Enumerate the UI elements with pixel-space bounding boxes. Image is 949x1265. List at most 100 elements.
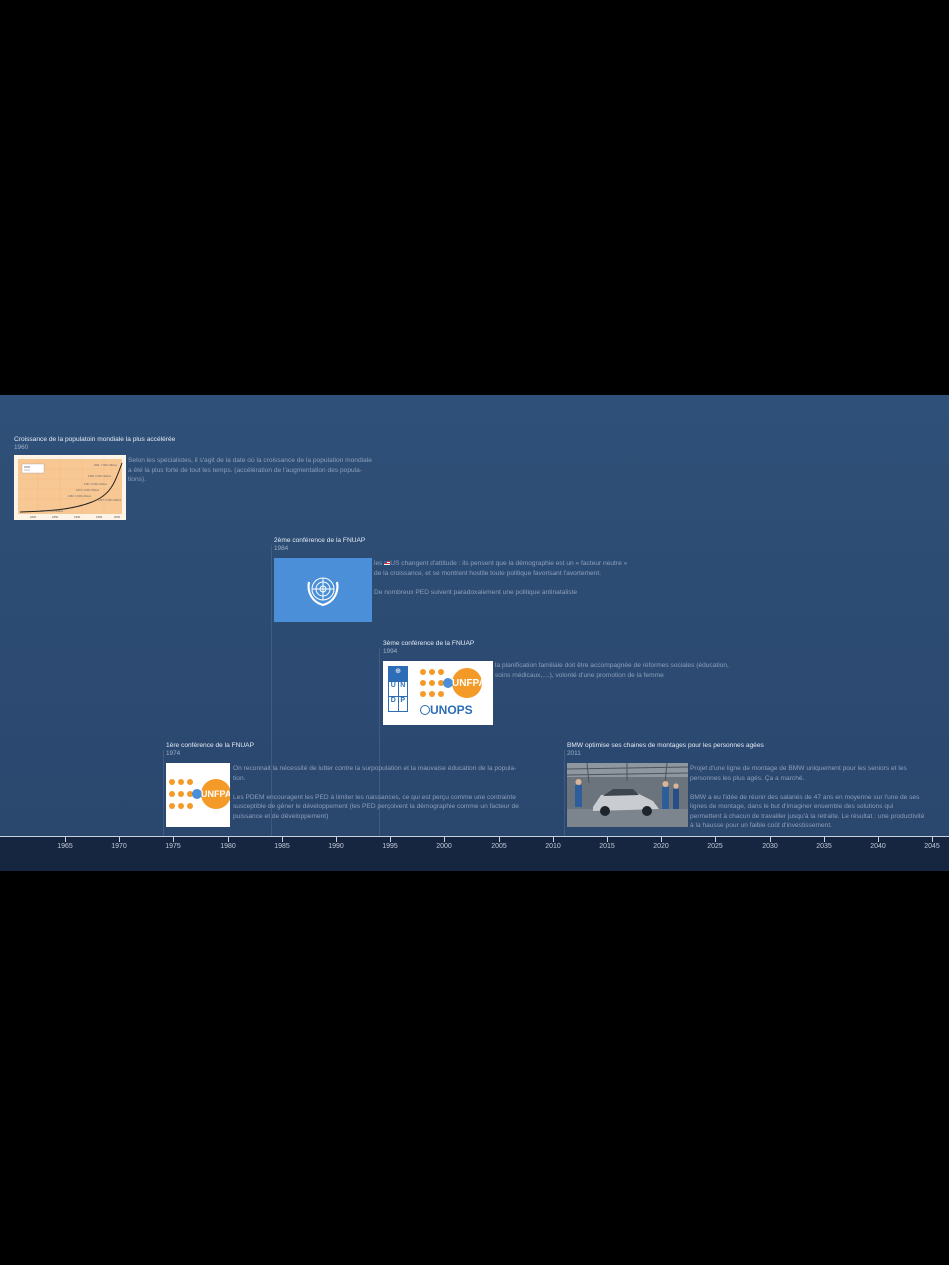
axis-tick bbox=[390, 836, 391, 842]
event-year: 1960 bbox=[14, 444, 29, 451]
axis-tick bbox=[228, 836, 229, 842]
svg-text:1927: 2 000 millions: 1927: 2 000 millions bbox=[98, 498, 122, 502]
axis-tick-label: 2000 bbox=[436, 843, 452, 850]
svg-text:1900: 1900 bbox=[74, 515, 81, 519]
unfpa-logo-thumbnail[interactable]: UNFPA bbox=[166, 763, 230, 827]
event-title: 3ème conférence de la FNUAP bbox=[383, 640, 475, 647]
event-guide-1994 bbox=[379, 648, 380, 836]
axis-tick bbox=[282, 836, 283, 842]
undp-unfpa-unops-logo[interactable]: ⊕ U N D P UNFPA UNOPS bbox=[383, 661, 493, 725]
event-year: 2011 bbox=[567, 750, 581, 757]
svg-text:1987: 5 000 millions: 1987: 5 000 millions bbox=[84, 482, 108, 486]
axis-tick bbox=[444, 836, 445, 842]
svg-text:1960: 3 000 millions: 1960: 3 000 millions bbox=[68, 494, 92, 498]
axis-tick-label: 2040 bbox=[870, 843, 886, 850]
axis-tick-label: 2020 bbox=[653, 843, 669, 850]
event-year: 1984 bbox=[274, 545, 289, 552]
bmw-factory-photo[interactable] bbox=[567, 763, 688, 827]
event-description: la planification familiale doit être acc… bbox=[495, 661, 755, 680]
desc-line: a été la plus forte de tout les temps. (… bbox=[128, 466, 363, 474]
desc-line: tions). bbox=[128, 476, 146, 483]
desc-line: permettent à chacun de travailler jusqu'… bbox=[690, 812, 925, 820]
un-flag-thumbnail[interactable] bbox=[274, 558, 372, 622]
event-1984[interactable]: 2ème conférence de la FNUAP 1984 bbox=[274, 537, 365, 553]
event-title: 2ème conférence de la FNUAP bbox=[274, 537, 366, 544]
event-description: On reconnait la nécessité de lutter cont… bbox=[233, 764, 543, 821]
desc-line: BMW a eu l'idée de réunir des salariés d… bbox=[690, 793, 920, 801]
axis-tick-label: 1995 bbox=[382, 843, 398, 850]
axis-tick-label: 1970 bbox=[111, 843, 127, 850]
axis-tick bbox=[878, 836, 879, 842]
undp-letter: N bbox=[398, 682, 407, 696]
timeline-axis[interactable] bbox=[0, 836, 949, 871]
desc-line: puissance et de développement) bbox=[233, 812, 329, 820]
event-guide-1984 bbox=[271, 545, 272, 836]
desc-line: tion. bbox=[233, 774, 246, 782]
desc-line: lignes de montage, dans le but d'imagine… bbox=[690, 803, 894, 810]
event-1994[interactable]: 3ème conférence de la FNUAP 1994 bbox=[383, 640, 474, 656]
axis-tick bbox=[173, 836, 174, 842]
desc-first-line: US changent d'attitude : ils pensent que… bbox=[390, 560, 628, 567]
desc-line: Selon les spécialistes, il s'agit de la … bbox=[128, 457, 372, 464]
event-1960[interactable]: Croissance de la populatoin mondiale la … bbox=[14, 436, 175, 452]
event-year: 1974 bbox=[166, 750, 181, 757]
axis-tick-label: 2030 bbox=[762, 843, 778, 850]
svg-text:1974: 4 000 millions: 1974: 4 000 millions bbox=[76, 488, 100, 492]
desc-line: Les PDEM encouragent les PED à limiter l… bbox=[233, 793, 516, 801]
population-chart-thumbnail[interactable]: 2011: 7 000 millions 1999: 6 000 million… bbox=[14, 455, 126, 520]
desc-prefix: les bbox=[374, 560, 383, 567]
axis-tick-label: 1990 bbox=[328, 843, 344, 850]
unfpa-wordmark: UNFPA bbox=[452, 678, 486, 689]
timeline-panel bbox=[0, 395, 949, 870]
undp-letter: U bbox=[389, 682, 398, 696]
unfpa-dots-icon bbox=[420, 668, 482, 698]
svg-text:1850: 1850 bbox=[52, 515, 59, 519]
axis-tick bbox=[661, 836, 662, 842]
desc-line: De nombreux PED suivent paradoxalement u… bbox=[374, 588, 578, 596]
event-title: BMW optimise ses chaines de montages pou… bbox=[567, 742, 764, 749]
un-emblem-icon bbox=[274, 558, 372, 622]
axis-tick bbox=[607, 836, 608, 842]
unops-wordmark: UNOPS bbox=[420, 703, 473, 717]
undp-letter: D bbox=[389, 697, 398, 711]
axis-tick bbox=[770, 836, 771, 842]
axis-tick-label: 1975 bbox=[165, 843, 181, 850]
unfpa-wordmark: UNFPA bbox=[201, 789, 230, 799]
axis-tick-label: 1965 bbox=[57, 843, 73, 850]
event-2011[interactable]: BMW optimise ses chaines de montages pou… bbox=[567, 742, 764, 758]
desc-line: Projet d'une ligne de montage de BMW uni… bbox=[690, 765, 907, 772]
axis-tick bbox=[824, 836, 825, 842]
axis-tick bbox=[932, 836, 933, 842]
axis-tick-label: 2045 bbox=[924, 843, 940, 850]
svg-text:2011: 7 000 millions: 2011: 7 000 millions bbox=[94, 463, 118, 467]
event-description: Projet d'une ligne de montage de BMW uni… bbox=[690, 764, 945, 831]
axis-tick bbox=[553, 836, 554, 842]
svg-text:1999: 6 000 millions: 1999: 6 000 millions bbox=[88, 474, 112, 478]
axis-tick-label: 2015 bbox=[599, 843, 615, 850]
event-description: les US changent d'attitude : ils pensent… bbox=[374, 559, 649, 597]
axis-tick bbox=[65, 836, 66, 842]
axis-tick bbox=[715, 836, 716, 842]
desc-line: On reconnait la nécessité de lutter cont… bbox=[233, 765, 517, 772]
desc-line: à la hausse pour un faible coût d'invest… bbox=[690, 822, 833, 829]
desc-line: personnes les plus agés. Ça a marché. bbox=[690, 774, 805, 782]
unfpa-dots-icon bbox=[169, 779, 230, 809]
assembly-line-image bbox=[567, 763, 688, 827]
axis-tick-label: 2010 bbox=[545, 843, 561, 850]
unops-text: UNOPS bbox=[430, 703, 473, 717]
svg-text:1800: 1800 bbox=[30, 515, 37, 519]
axis-tick-label: 2025 bbox=[707, 843, 723, 850]
axis-tick-label: 1985 bbox=[274, 843, 290, 850]
desc-line: de la croissance, et se montrent hostile… bbox=[374, 569, 602, 577]
svg-text:1950: 1950 bbox=[96, 515, 103, 519]
event-description: Selon les spécialistes, il s'agit de la … bbox=[128, 456, 388, 485]
us-flag-icon bbox=[384, 561, 391, 566]
axis-tick bbox=[119, 836, 120, 842]
event-title: Croissance de la populatoin mondiale la … bbox=[14, 436, 176, 443]
event-year: 1994 bbox=[383, 648, 398, 655]
axis-tick-label: 2005 bbox=[491, 843, 507, 850]
axis-tick bbox=[499, 836, 500, 842]
un-emblem-icon bbox=[420, 705, 430, 715]
event-1974[interactable]: 1ère conférence de la FNUAP 1974 bbox=[166, 742, 254, 758]
desc-line: les US changent d'attitude : ils pensent… bbox=[374, 559, 649, 569]
